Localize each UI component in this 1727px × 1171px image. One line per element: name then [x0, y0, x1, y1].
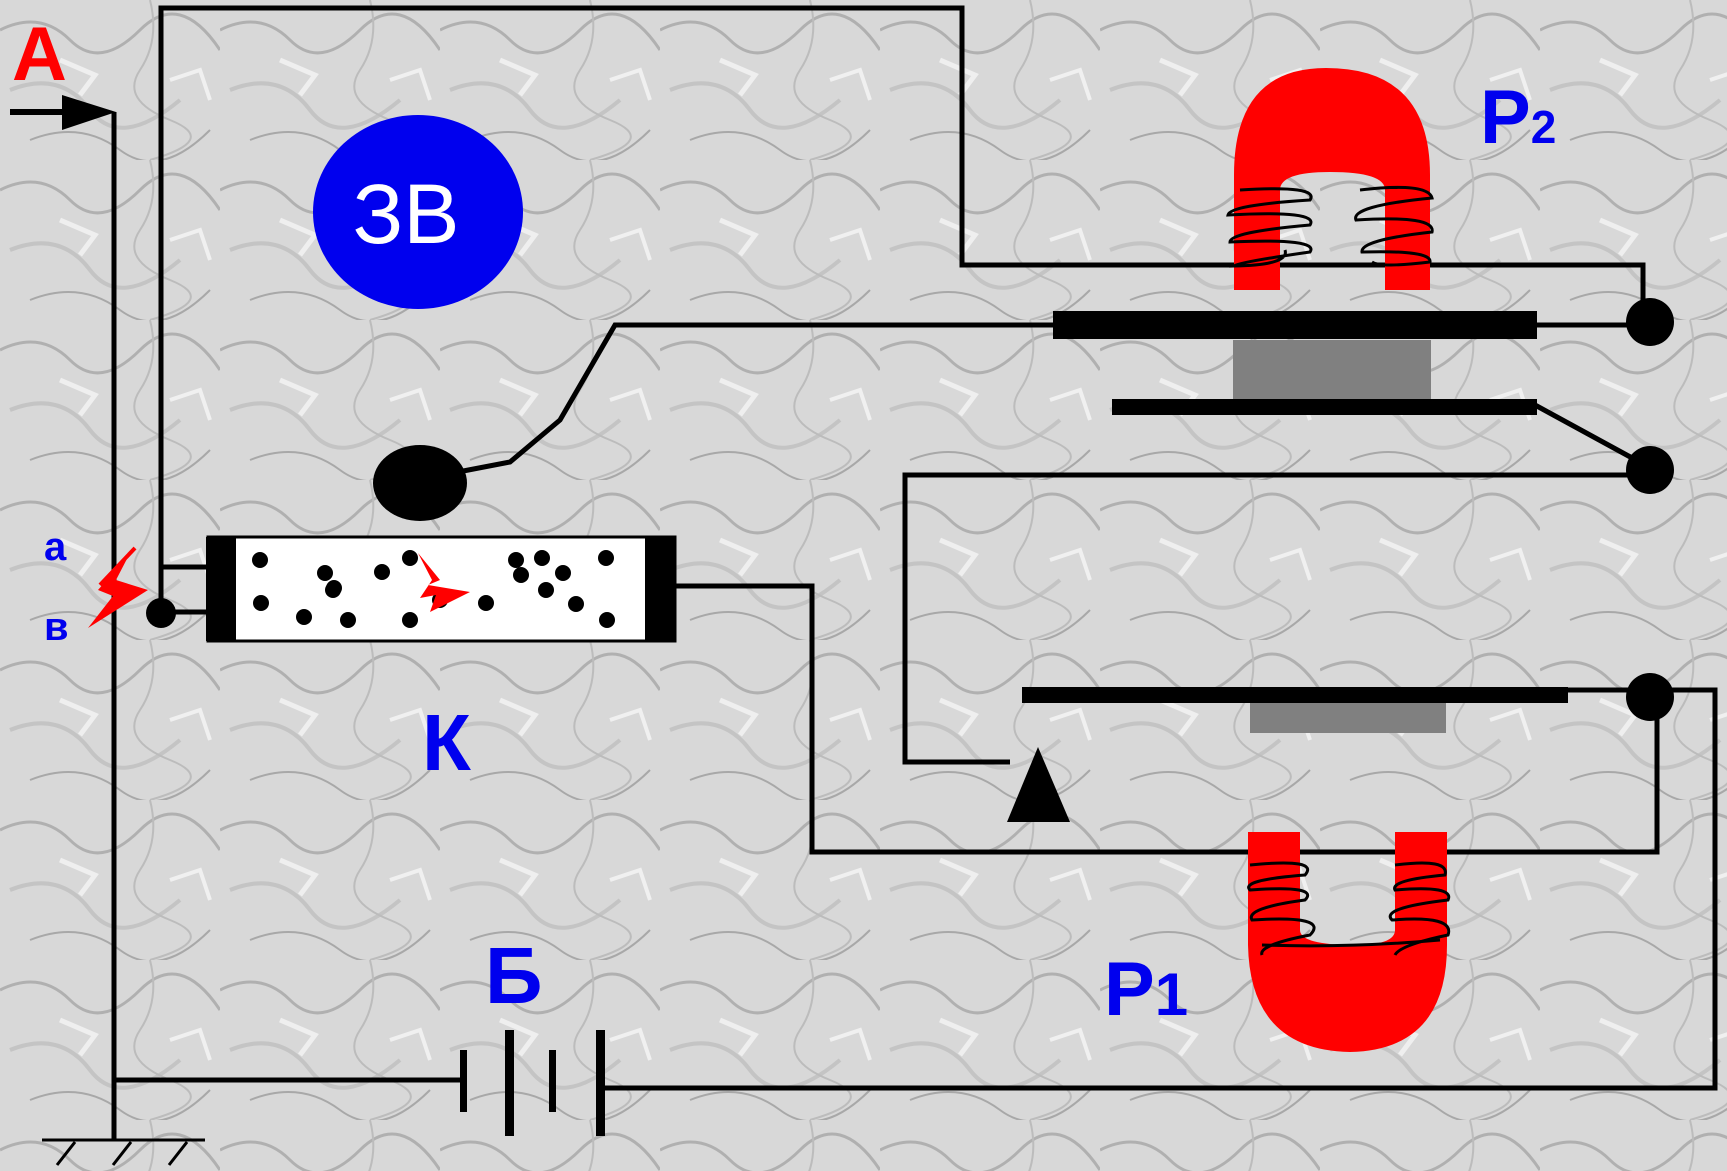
- relay2-label: Р2: [1480, 75, 1556, 160]
- relay2-arm-wire: [1533, 402, 1647, 468]
- top-loop-wire: [158, 5, 1646, 614]
- bell-hammer-wire: [457, 322, 1055, 475]
- coherer-filing: [513, 567, 529, 583]
- relay2-label-index: 2: [1531, 101, 1557, 153]
- ground-symbol: [42, 1138, 205, 1166]
- bell-label: ЗВ: [353, 167, 460, 261]
- coherer-filing: [478, 595, 494, 611]
- battery-symbol: [460, 1030, 605, 1136]
- coherer-filing: [555, 565, 571, 581]
- coherer-filing: [534, 550, 550, 566]
- coherer-filing: [374, 564, 390, 580]
- contact-a-label: а: [44, 525, 67, 569]
- relay1: [1007, 673, 1674, 1052]
- coherer-filing: [252, 552, 268, 568]
- relay1-label-letter: Р: [1104, 947, 1155, 1032]
- relay2-terminal-top: [1626, 298, 1674, 346]
- relay2: [1053, 68, 1674, 494]
- contact-b-label: в: [44, 605, 69, 649]
- coherer-filing: [508, 552, 524, 568]
- relay1-contact-block: [1250, 703, 1446, 733]
- spark-gap-icon: [88, 546, 148, 628]
- coherer-right-wire: [675, 583, 1660, 855]
- relay1-contact-wire: [902, 472, 1645, 765]
- relay2-contact-block-bottom: [1233, 370, 1431, 400]
- relay2-label-letter: Р: [1480, 75, 1531, 160]
- antenna-label: А: [12, 12, 67, 97]
- coherer-filing: [296, 609, 312, 625]
- coherer-filing: [538, 582, 554, 598]
- relay1-terminal: [1626, 673, 1674, 721]
- coherer-filing: [340, 612, 356, 628]
- coherer-filing: [253, 595, 269, 611]
- coherer-filing: [402, 550, 418, 566]
- coherer-filing: [599, 612, 615, 628]
- relay1-label-index: 1: [1155, 961, 1188, 1028]
- coherer-filing: [326, 580, 342, 596]
- hammer-head: [373, 445, 467, 521]
- coherer-tube: [206, 535, 677, 643]
- relay2-armature: [1053, 311, 1537, 339]
- coherer-filing: [568, 596, 584, 612]
- battery-label: Б: [485, 931, 543, 1020]
- relay2-contact-block-top: [1233, 340, 1431, 370]
- antenna-arrow: [10, 95, 116, 130]
- relay1-contact-triangle: [1007, 747, 1070, 822]
- relay1-label: Р1: [1104, 947, 1188, 1032]
- battery-right-wire: [601, 687, 1718, 1091]
- relay2-terminal-bottom: [1626, 446, 1674, 494]
- coherer-filing: [317, 565, 333, 581]
- junction-dot-left: [146, 598, 176, 628]
- relay2-lower-arm: [1112, 399, 1537, 415]
- coherer-filing: [598, 550, 614, 566]
- coherer-filing: [402, 612, 418, 628]
- relay1-armature: [1022, 687, 1568, 703]
- coherer-label: К: [422, 698, 471, 787]
- bell-circle: [313, 115, 523, 309]
